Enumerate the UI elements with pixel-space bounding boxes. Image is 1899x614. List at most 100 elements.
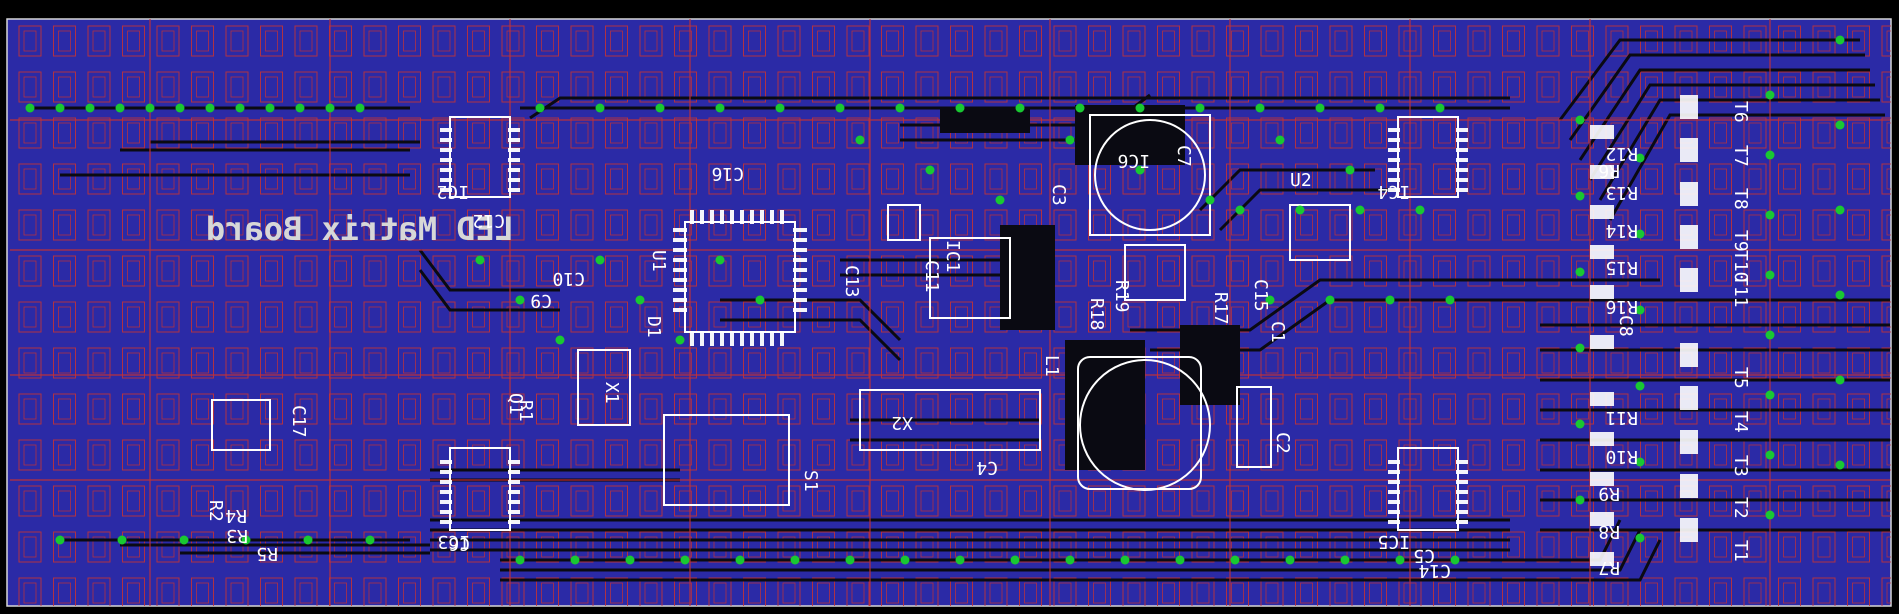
via (1445, 295, 1455, 305)
label-c1: C1 (1267, 321, 1288, 343)
label-r8: R8 (1598, 521, 1620, 542)
via (325, 103, 335, 113)
via (1075, 103, 1085, 113)
label-c10: C10 (552, 268, 585, 289)
via (1375, 103, 1385, 113)
label-q1: Q1 (505, 393, 526, 415)
via (635, 295, 645, 305)
label-r5: R5 (256, 543, 278, 564)
via (1575, 115, 1585, 125)
label-c5: C5 (1413, 545, 1435, 566)
via (1065, 555, 1075, 565)
label-t8: T8 (1730, 188, 1751, 210)
via (1835, 120, 1845, 130)
label-t1: T1 (1730, 540, 1751, 562)
label-c17: C17 (288, 405, 309, 438)
label-c3: C3 (1048, 184, 1069, 206)
label-c8: C8 (1615, 315, 1636, 337)
via (555, 335, 565, 345)
label-t6: T6 (1730, 101, 1751, 123)
via (1135, 165, 1145, 175)
label-c14: C14 (1418, 560, 1451, 581)
via (25, 103, 35, 113)
via (1010, 555, 1020, 565)
via (655, 103, 665, 113)
via (955, 103, 965, 113)
label-c16: C16 (711, 163, 744, 184)
via (680, 555, 690, 565)
via (1235, 205, 1245, 215)
label-r17: R17 (1210, 292, 1231, 325)
label-t11: T11 (1730, 275, 1751, 308)
via (845, 555, 855, 565)
label-t4: T4 (1730, 411, 1751, 433)
via (145, 103, 155, 113)
label-c2: C2 (1272, 432, 1293, 454)
label-c4: C4 (976, 457, 998, 478)
via (1835, 205, 1845, 215)
via (1635, 457, 1645, 467)
via (1345, 165, 1355, 175)
via (55, 103, 65, 113)
label-s1: S1 (800, 470, 821, 492)
via (1765, 90, 1775, 100)
label-t9: T9 (1730, 230, 1751, 252)
via (515, 555, 525, 565)
via (1835, 290, 1845, 300)
via (1575, 191, 1585, 201)
via (295, 103, 305, 113)
vias (25, 35, 1845, 565)
via (1765, 150, 1775, 160)
via (1255, 103, 1265, 113)
via (115, 103, 125, 113)
via (265, 103, 275, 113)
label-ic5: IC5 (1377, 531, 1410, 552)
via (900, 555, 910, 565)
via (85, 103, 95, 113)
via (1135, 103, 1145, 113)
label-t3: T3 (1730, 455, 1751, 477)
via (1230, 555, 1240, 565)
label-r14: R14 (1605, 220, 1638, 241)
via (715, 103, 725, 113)
via (625, 555, 635, 565)
via (235, 103, 245, 113)
label-r11: R11 (1605, 407, 1638, 428)
label-c7: C7 (1173, 145, 1194, 167)
via (1355, 205, 1365, 215)
via (1575, 495, 1585, 505)
label-c13: C13 (841, 265, 862, 298)
via (1415, 205, 1425, 215)
via (1765, 510, 1775, 520)
label-r16: R16 (1605, 296, 1638, 317)
via (1575, 343, 1585, 353)
via (1315, 103, 1325, 113)
label-l1: L1 (1041, 355, 1062, 377)
via (995, 195, 1005, 205)
via (775, 103, 785, 113)
via (1275, 135, 1285, 145)
via (755, 295, 765, 305)
via (1295, 205, 1305, 215)
via (303, 535, 313, 545)
via (1395, 555, 1405, 565)
via (925, 165, 935, 175)
via (1205, 195, 1215, 205)
via (1175, 555, 1185, 565)
via (1635, 533, 1645, 543)
via (1835, 375, 1845, 385)
via (1765, 390, 1775, 400)
label-r1: R1 (515, 400, 536, 422)
label-r3: R3 (226, 525, 248, 546)
label-c12: C12 (472, 210, 505, 231)
via (1265, 295, 1275, 305)
label-r6: R6 (1598, 160, 1620, 181)
via (1765, 210, 1775, 220)
via (175, 103, 185, 113)
via (1575, 419, 1585, 429)
via (595, 255, 605, 265)
via (675, 335, 685, 345)
label-r12: R12 (1605, 143, 1638, 164)
label-c11: C11 (921, 260, 942, 293)
